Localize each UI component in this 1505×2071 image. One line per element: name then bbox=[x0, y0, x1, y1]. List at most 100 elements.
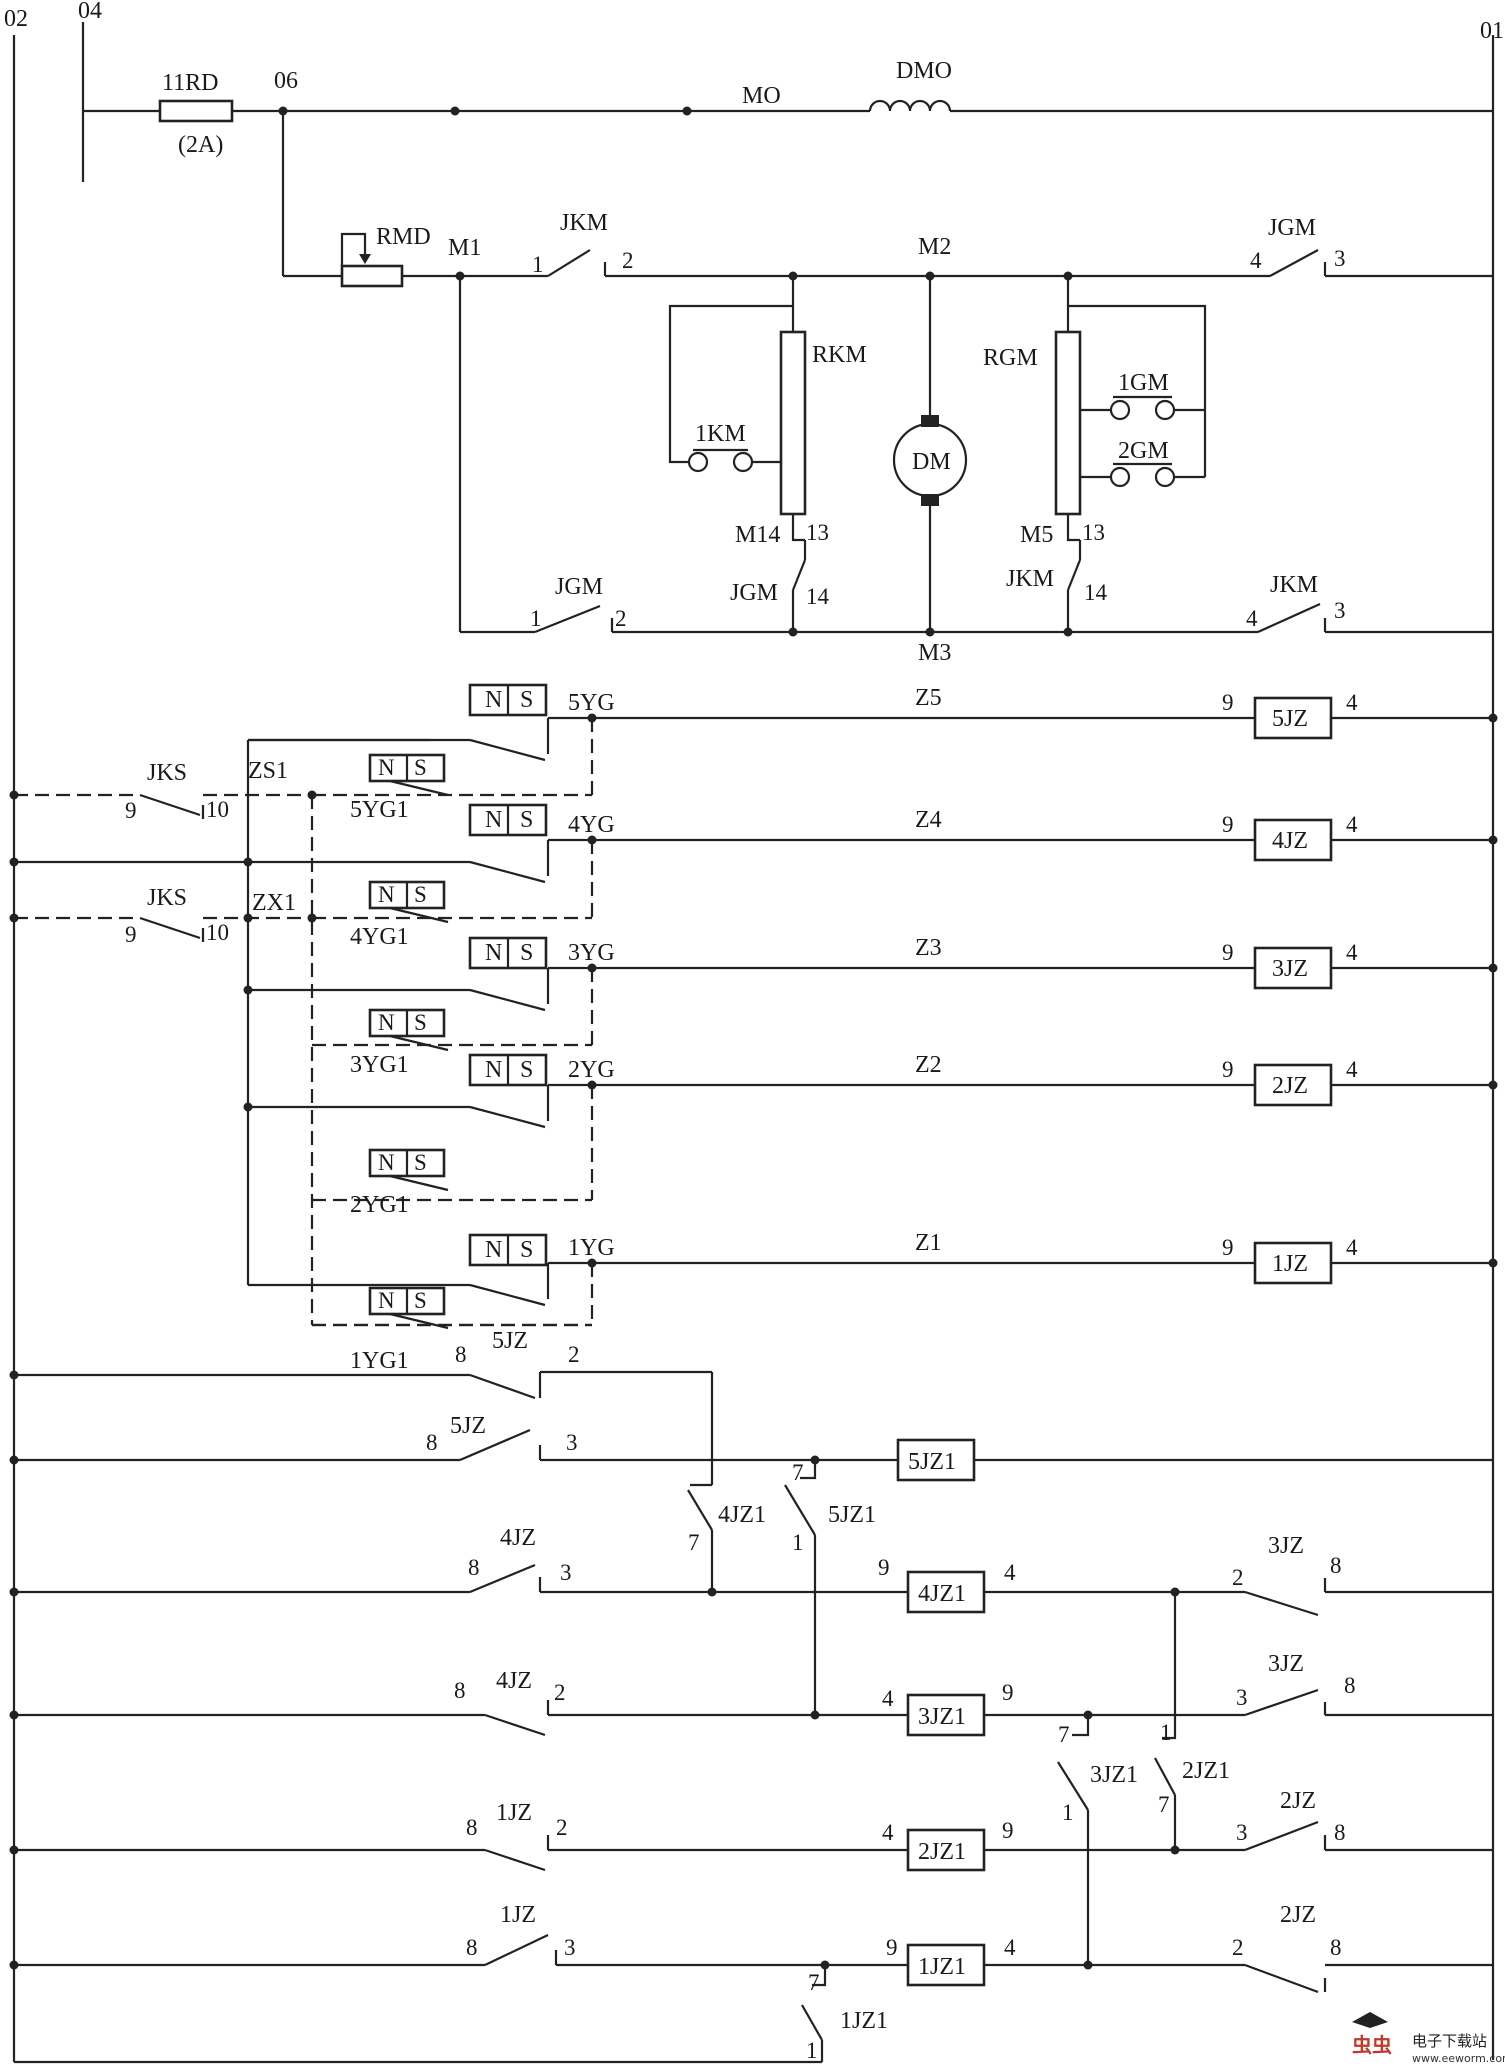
pin-label: 4 bbox=[1346, 1235, 1358, 1260]
label-2jz-b: 2JZ bbox=[1280, 1902, 1316, 1928]
magnet-s-label: S bbox=[520, 807, 533, 833]
pin-label: 3 bbox=[564, 1935, 576, 1960]
label-5jz: 5JZ bbox=[1272, 706, 1308, 732]
magnet-n-label: N bbox=[378, 1150, 395, 1175]
pin-label: 10 bbox=[206, 797, 229, 822]
pin-label: 10 bbox=[206, 920, 229, 945]
label-4jz: 4JZ bbox=[1272, 828, 1308, 854]
pin-label: 13 bbox=[1082, 520, 1105, 545]
pin-label: 1 bbox=[806, 2038, 818, 2063]
pin-label: 2 bbox=[1232, 1935, 1244, 1960]
pin-label: 4 bbox=[1346, 812, 1358, 837]
pin-label: 8 bbox=[455, 1342, 467, 1367]
label-1jz-a: 1JZ bbox=[496, 1800, 532, 1826]
contact-2gm-left bbox=[1109, 466, 1131, 488]
pin-label: 9 bbox=[878, 1555, 890, 1580]
pin-label: 9 bbox=[1002, 1818, 1014, 1843]
pin-label: 8 bbox=[1334, 1820, 1346, 1845]
magnet-n-label: N bbox=[485, 1057, 502, 1083]
pin-label: 8 bbox=[454, 1678, 466, 1703]
pin-label: 8 bbox=[466, 1935, 478, 1960]
magnet-s-label: S bbox=[414, 1288, 427, 1313]
pin-label: 14 bbox=[1084, 580, 1108, 605]
label-m5: M5 bbox=[1020, 522, 1053, 548]
magnet-n-label: N bbox=[378, 755, 395, 780]
junction-dot bbox=[1488, 1080, 1498, 1090]
terminal-04: 04 bbox=[78, 0, 102, 24]
pin-label: 9 bbox=[1222, 940, 1234, 965]
relay-5jz1: 5JZ1 bbox=[908, 1449, 956, 1475]
label-3jz-a: 3JZ bbox=[1268, 1533, 1304, 1559]
label-rgm: RGM bbox=[983, 345, 1038, 371]
pin-label: 8 bbox=[466, 1815, 478, 1840]
pin-label: 9 bbox=[1222, 690, 1234, 715]
watermark: 虫虫 电子下载站 www.eeworm.com bbox=[1352, 2012, 1505, 2065]
pin-label: 4 bbox=[1346, 940, 1358, 965]
junction-dot bbox=[1488, 713, 1498, 723]
pin-label: 3 bbox=[566, 1430, 578, 1455]
watermark-logo: 虫虫 bbox=[1352, 2033, 1392, 2057]
watermark-url: www.eeworm.com bbox=[1412, 2052, 1505, 2065]
junction-dot bbox=[1488, 835, 1498, 845]
pin-label: 7 bbox=[688, 1530, 700, 1555]
label-jks-2: JKS bbox=[147, 885, 187, 911]
label-jgm-2: JGM bbox=[730, 580, 778, 606]
label-5yg1: 5YG1 bbox=[350, 797, 409, 823]
contact-1km-right bbox=[732, 451, 754, 473]
relay-4jz1: 4JZ1 bbox=[918, 1581, 966, 1607]
coil-1jz bbox=[1253, 1241, 1333, 1285]
magnet-s-label: S bbox=[414, 1150, 427, 1175]
yg-contact bbox=[469, 860, 546, 884]
pin-label: 8 bbox=[1344, 1673, 1356, 1698]
relay-1jz1: 1JZ1 bbox=[918, 1954, 966, 1980]
logo-icon bbox=[1352, 2012, 1388, 2028]
label-3yg1: 3YG1 bbox=[350, 1052, 409, 1078]
label-3yg: 3YG bbox=[568, 940, 615, 966]
pin-label: 14 bbox=[806, 584, 830, 609]
label-jkm-2: JKM bbox=[1006, 566, 1054, 592]
coil-2jz bbox=[1253, 1063, 1333, 1107]
label-3jz-b: 3JZ bbox=[1268, 1651, 1304, 1677]
label-zs1: ZS1 bbox=[248, 758, 288, 784]
label-m1: M1 bbox=[448, 235, 481, 261]
pin-label: 4 bbox=[882, 1820, 894, 1845]
pin-label: 8 bbox=[1330, 1935, 1342, 1960]
magnet-n-label: N bbox=[485, 940, 502, 966]
label-jgm-1: JGM bbox=[1268, 215, 1316, 241]
pin-label: 4 bbox=[1004, 1560, 1016, 1585]
label-1yg1: 1YG1 bbox=[350, 1348, 409, 1374]
yg1-contact bbox=[389, 779, 449, 797]
label-jkm-3: JKM bbox=[1270, 572, 1318, 598]
contact-1gm-left bbox=[1109, 399, 1131, 421]
junction-dot bbox=[1488, 963, 1498, 973]
label-1jz1: 1JZ1 bbox=[840, 2008, 888, 2034]
relay-2jz1: 2JZ1 bbox=[918, 1839, 966, 1865]
label-2yg1: 2YG1 bbox=[350, 1192, 409, 1218]
pin-label: 3 bbox=[1236, 1820, 1248, 1845]
pin-label: 2 bbox=[568, 1342, 580, 1367]
pin-label: 9 bbox=[125, 922, 137, 947]
magnet-s-label: S bbox=[520, 687, 533, 713]
pin-label: 1 bbox=[530, 606, 542, 631]
label-jgm-3: JGM bbox=[555, 574, 603, 600]
label-m2: M2 bbox=[918, 234, 951, 260]
label-5jz-a: 5JZ bbox=[492, 1328, 528, 1354]
label-5jz1: 5JZ1 bbox=[828, 1502, 876, 1528]
label-1km: 1KM bbox=[695, 421, 746, 447]
fuse-label: 11RD bbox=[162, 70, 218, 96]
magnet-n-label: N bbox=[378, 882, 395, 907]
pin-label: 4 bbox=[882, 1686, 894, 1711]
magnet-s-label: S bbox=[520, 1237, 533, 1263]
coil-5jz bbox=[1253, 696, 1333, 740]
pin-label: 7 bbox=[1058, 1722, 1070, 1747]
pin-label: 4 bbox=[1246, 606, 1258, 631]
magnet-n-label: N bbox=[378, 1010, 395, 1035]
yg-contact bbox=[469, 1105, 546, 1129]
label-zx1: ZX1 bbox=[252, 890, 296, 916]
label-mo: MO bbox=[742, 83, 781, 109]
label-1gm: 1GM bbox=[1118, 370, 1169, 396]
contact-2gm-right bbox=[1154, 466, 1176, 488]
pin-label: 9 bbox=[1222, 812, 1234, 837]
label-dm: DM bbox=[912, 449, 951, 475]
label-m3: M3 bbox=[918, 640, 951, 666]
